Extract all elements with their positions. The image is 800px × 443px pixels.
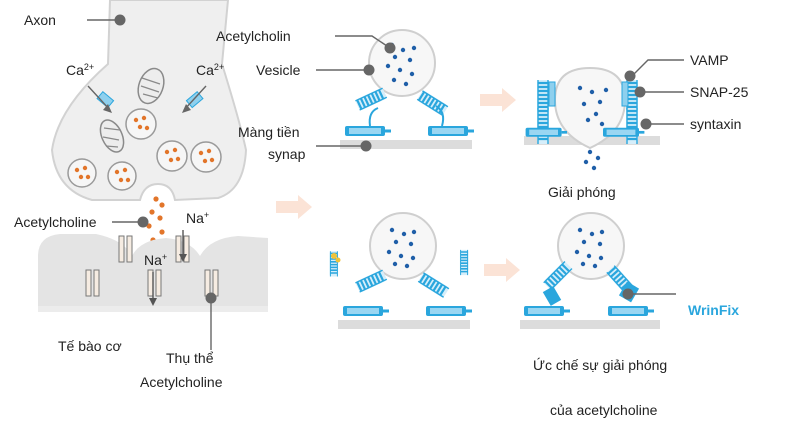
calcium-left-charge: 2+ bbox=[83, 62, 95, 72]
label-sodium-bottom: Na+ bbox=[144, 252, 167, 268]
mid-leader-dots bbox=[360, 42, 396, 152]
label-membrane-line1: Màng tiền bbox=[238, 124, 300, 140]
panel-inhibited bbox=[520, 212, 660, 329]
sodium-top-base: Na bbox=[186, 210, 204, 226]
calcium-right-base: Ca bbox=[196, 62, 214, 78]
sodium-bottom-base: Na bbox=[144, 252, 162, 268]
calcium-right-charge: 2+ bbox=[213, 62, 225, 72]
label-membrane-line2: synap bbox=[268, 146, 306, 162]
label-release: Giải phóng bbox=[548, 184, 616, 200]
panel-release bbox=[524, 66, 660, 171]
label-snap25: SNAP-25 bbox=[690, 84, 749, 100]
mitochondrion bbox=[99, 67, 165, 153]
label-inhibit-line2: của acetylcholine bbox=[550, 402, 658, 418]
mid-leader-lines bbox=[316, 35, 391, 147]
label-receptor-line1: Thụ thể bbox=[166, 350, 214, 366]
left-leader-dots bbox=[114, 14, 217, 304]
label-wrinfix: WrinFix bbox=[688, 302, 740, 318]
panel-wrinfix-binding bbox=[328, 212, 474, 329]
label-muscle-cell: Tế bào cơ bbox=[58, 338, 122, 354]
label-receptor-line2: Acetylcholine bbox=[140, 374, 223, 390]
label-sodium-top: Na+ bbox=[186, 210, 209, 226]
right-leader-lines bbox=[631, 59, 684, 125]
calcium-channels bbox=[87, 85, 207, 113]
label-axon: Axon bbox=[24, 12, 56, 28]
panel-docked-vesicle bbox=[340, 29, 476, 149]
synaptic-vesicles bbox=[67, 108, 222, 191]
label-inhibit-line1: Ức chế sự giải phóng bbox=[533, 357, 668, 373]
label-calcium-right: Ca2+ bbox=[196, 62, 224, 78]
sodium-influx-arrows bbox=[149, 230, 187, 306]
label-syntaxin: syntaxin bbox=[690, 116, 742, 132]
sodium-top-charge: + bbox=[203, 210, 210, 220]
label-calcium-left: Ca2+ bbox=[66, 62, 94, 78]
wrinfix-leader-dot bbox=[622, 288, 634, 300]
label-vamp: VAMP bbox=[690, 52, 729, 68]
label-vesicle: Vesicle bbox=[256, 62, 301, 78]
label-acetylcholin: Acetylcholin bbox=[216, 28, 291, 44]
label-acetylcholine-left: Acetylcholine bbox=[14, 214, 97, 230]
sodium-bottom-charge: + bbox=[161, 252, 168, 262]
calcium-left-base: Ca bbox=[66, 62, 84, 78]
right-leader-dots bbox=[624, 70, 652, 130]
